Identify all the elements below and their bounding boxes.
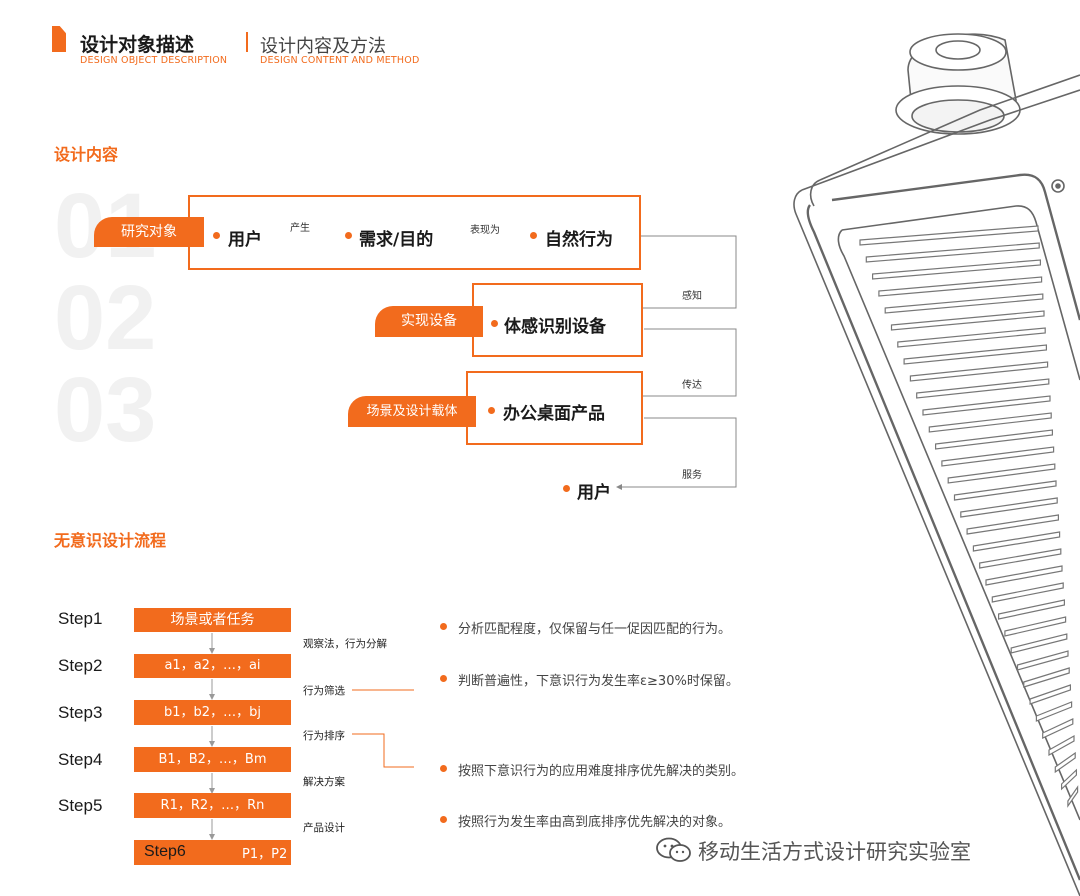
- fin-slat: [1029, 684, 1071, 705]
- step-box-6-text: P1，P2: [242, 847, 288, 862]
- fin-slat: [878, 276, 1043, 297]
- flow-label-sort: 行为排序: [303, 730, 345, 742]
- node-natural-behavior: 自然行为: [545, 230, 613, 250]
- fin-slat: [890, 310, 1045, 331]
- research-object-box: [188, 195, 641, 270]
- fin-slat: [935, 429, 1053, 450]
- bullet-dot: [530, 232, 537, 239]
- fin-slat: [1054, 751, 1076, 774]
- link-label-convey: 传达: [682, 380, 702, 391]
- fin-slat: [916, 378, 1050, 399]
- fin-slat: [991, 582, 1064, 603]
- bullet-dot: [488, 407, 495, 414]
- arrow-label-produce: 产生: [290, 223, 310, 234]
- header-subtitle: DESIGN OBJECT DESCRIPTION: [80, 55, 228, 66]
- flow-description-3: 按照下意识行为的应用难度排序优先解决的类别。: [458, 764, 745, 779]
- fin-slat: [865, 242, 1040, 263]
- step-label-3: Step3: [58, 703, 103, 722]
- header-title-secondary: 设计内容及方法: [260, 36, 386, 57]
- fin-slat: [985, 565, 1063, 586]
- bullet-dot: [491, 320, 498, 327]
- fin-slat: [979, 548, 1062, 569]
- node-end-user: 用户: [577, 483, 611, 503]
- node-need-goal: 需求/目的: [359, 230, 434, 250]
- flow-connectors: [209, 633, 414, 840]
- header-accent-mark: [52, 26, 66, 52]
- node-user: 用户: [228, 230, 262, 250]
- fin-slat: [998, 599, 1065, 620]
- arrow-label-express: 表现为: [470, 225, 500, 236]
- header-title: 设计对象描述: [80, 34, 195, 56]
- fin-slat: [1010, 633, 1068, 654]
- fin-slat: [897, 327, 1046, 348]
- fin-slat: [972, 531, 1061, 552]
- scene-box: [466, 371, 643, 445]
- step-box-2: a1，a2，…，ai: [134, 654, 291, 678]
- flow-label-solution: 解决方案: [303, 776, 345, 788]
- device-box: [472, 283, 643, 357]
- flow-section-title: 无意识设计流程: [54, 531, 167, 550]
- flow-label-filter: 行为筛选: [303, 685, 345, 697]
- bullet-dot: [440, 623, 447, 630]
- fin-slat: [941, 446, 1055, 467]
- step-box-4: B1，B2，…，Bm: [134, 747, 291, 772]
- step-label-1: Step1: [58, 609, 103, 628]
- wechat-icon: [656, 837, 691, 862]
- research-object-tag: 研究对象: [94, 217, 204, 247]
- bullet-dot: [345, 232, 352, 239]
- link-label-perceive: 感知: [682, 291, 702, 302]
- fin-slat: [928, 412, 1052, 433]
- fin-slat: [1023, 667, 1070, 688]
- device-tag: 实现设备: [375, 306, 483, 337]
- step-box-3: b1，b2，…，bj: [134, 700, 291, 725]
- step-label-4: Step4: [58, 750, 103, 769]
- scene-tag: 场景及设计载体: [348, 396, 476, 427]
- fin-slat: [909, 361, 1049, 382]
- fin-slat: [1035, 701, 1073, 722]
- flow-description-4: 按照行为发生率由高到底排序优先解决的对象。: [458, 815, 732, 830]
- bullet-dot: [440, 765, 447, 772]
- link-label-serve: 服务: [682, 470, 702, 481]
- step-label-2: Step2: [58, 656, 103, 675]
- flow-label-observe: 观察法，行为分解: [303, 638, 387, 650]
- step-box-1: 场景或者任务: [134, 608, 291, 632]
- fin-slat: [947, 463, 1056, 484]
- step-box-6: Step6 P1，P2: [134, 840, 291, 865]
- flow-description-1: 分析匹配程度，仅保留与任一促因匹配的行为。: [458, 622, 732, 637]
- bullet-dot: [563, 485, 570, 492]
- fin-slat: [859, 225, 1039, 246]
- content-section-title: 设计内容: [54, 145, 119, 164]
- fin-slat: [1061, 768, 1077, 791]
- bullet-dot: [440, 816, 447, 823]
- fin-slat: [1067, 785, 1079, 808]
- fin-slat: [1016, 650, 1069, 671]
- step-label-6: Step6: [144, 843, 186, 860]
- fin-slat: [922, 395, 1051, 416]
- watermark-text: 移动生活方式设计研究实验室: [698, 840, 971, 864]
- step-number-03: 03: [54, 359, 157, 461]
- fin-slat: [903, 344, 1047, 365]
- header-divider: [246, 32, 248, 52]
- product-illustration: [793, 33, 1080, 896]
- header-subtitle-secondary: DESIGN CONTENT AND METHOD: [260, 55, 420, 66]
- bullet-dot: [213, 232, 220, 239]
- fin-slat: [872, 259, 1041, 280]
- fin-slat: [884, 293, 1044, 314]
- fin-slat: [1004, 616, 1067, 637]
- fin-slat: [1048, 734, 1075, 757]
- node-motion-device: 体感识别设备: [504, 317, 606, 337]
- bullet-dot: [440, 675, 447, 682]
- fin-slat: [960, 497, 1058, 518]
- fin-slat: [1042, 718, 1074, 739]
- step-label-5: Step5: [58, 796, 103, 815]
- fin-slat: [953, 480, 1057, 501]
- node-office-desktop-product: 办公桌面产品: [503, 404, 605, 424]
- fin-slat: [966, 514, 1059, 535]
- flow-label-product: 产品设计: [303, 822, 345, 834]
- flow-description-2: 判断普遍性，下意识行为发生率ε≥30%时保留。: [458, 674, 739, 689]
- step-box-5: R1，R2，…，Rn: [134, 793, 291, 818]
- step-number-02: 02: [54, 267, 157, 369]
